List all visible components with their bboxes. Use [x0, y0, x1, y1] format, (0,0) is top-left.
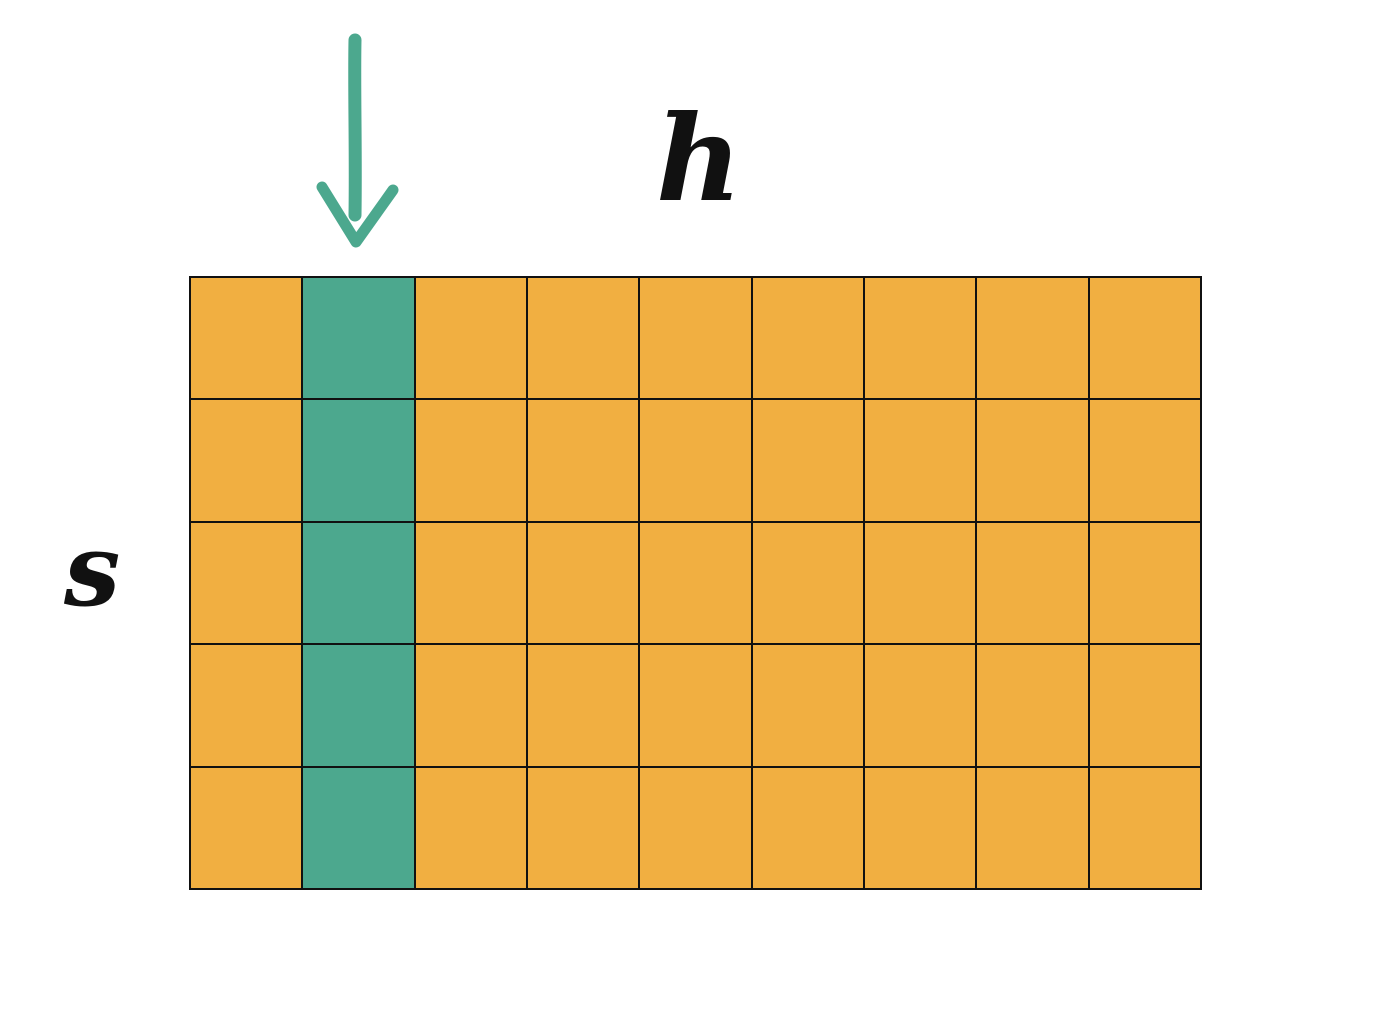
matrix-cell — [865, 400, 976, 521]
matrix-cell — [977, 400, 1088, 521]
matrix-cell — [977, 645, 1088, 766]
matrix-cell — [640, 278, 751, 399]
matrix-cell — [191, 522, 302, 644]
matrix-cell — [191, 645, 302, 766]
matrix-cell — [977, 278, 1088, 399]
matrix-cell — [977, 522, 1088, 644]
matrix-cell — [528, 278, 639, 399]
highlighted-cell — [303, 278, 414, 399]
matrix-cell — [977, 767, 1088, 888]
highlighted-cell — [303, 645, 414, 766]
matrix-cell — [415, 767, 526, 888]
matrix-cell — [1089, 767, 1200, 888]
column-axis-label: h — [656, 89, 742, 228]
matrix-cell — [415, 400, 526, 521]
matrix-cell — [1089, 645, 1200, 766]
matrix-cell — [640, 767, 751, 888]
matrix-cell — [865, 278, 976, 399]
matrix-cell — [752, 522, 863, 644]
down-arrow-icon — [316, 33, 399, 248]
matrix-cell — [752, 400, 863, 521]
row-axis-label: s — [64, 511, 121, 629]
highlighted-cell — [303, 400, 414, 521]
matrix-cell — [865, 767, 976, 888]
matrix-cell — [415, 645, 526, 766]
matrix-cell — [528, 522, 639, 644]
matrix-cell — [1089, 278, 1200, 399]
matrix-cell — [1089, 400, 1200, 521]
matrix-cell — [415, 278, 526, 399]
matrix-cell — [191, 767, 302, 888]
matrix-cell — [752, 767, 863, 888]
matrix-cell — [1089, 522, 1200, 644]
matrix-cell — [191, 400, 302, 521]
matrix-cell — [640, 400, 751, 521]
matrix-cell — [865, 645, 976, 766]
matrix-cell — [752, 645, 863, 766]
highlighted-cell — [303, 767, 414, 888]
highlighted-cell — [303, 522, 414, 644]
matrix-grid — [189, 276, 1202, 890]
matrix-cell — [528, 400, 639, 521]
matrix-cell — [191, 278, 302, 399]
matrix-cell — [640, 522, 751, 644]
matrix-cell — [865, 522, 976, 644]
matrix-cell — [528, 767, 639, 888]
matrix-cell — [415, 522, 526, 644]
matrix-cell — [528, 645, 639, 766]
matrix-cell — [752, 278, 863, 399]
matrix-cell — [640, 645, 751, 766]
